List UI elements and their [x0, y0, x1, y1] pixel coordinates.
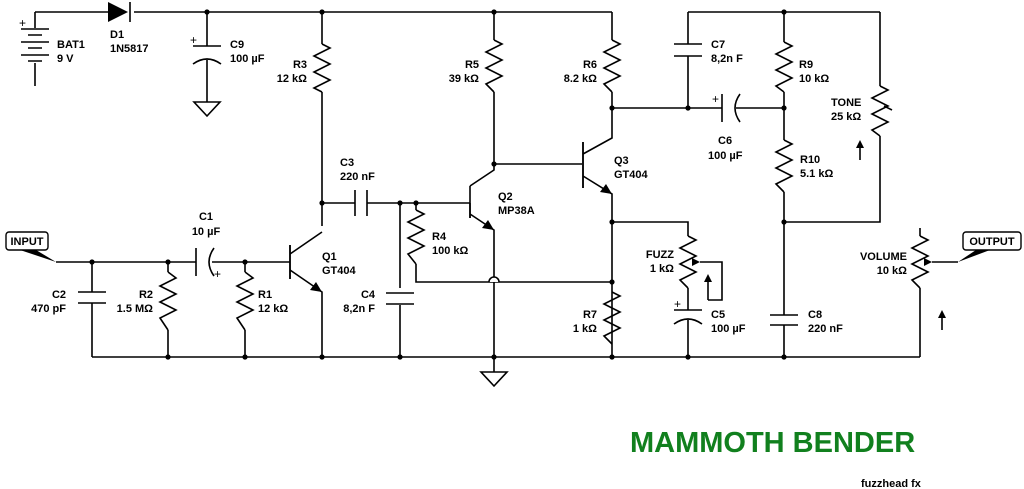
label-r10-value: 5.1 kΩ: [800, 168, 833, 180]
resistor-r10-symbol: [774, 139, 794, 193]
potentiometer-tone-symbol: [856, 85, 893, 160]
capacitor-c9-symbol: [192, 45, 222, 65]
transistor-q3-symbol: [600, 184, 612, 194]
label-q3-ref: Q3: [614, 155, 629, 167]
label-fuzz-ref: FUZZ: [646, 249, 674, 261]
label-r5-ref: R5: [465, 59, 479, 71]
label-fuzz-value: 1 kΩ: [650, 263, 674, 275]
label-r1-ref: R1: [258, 289, 272, 301]
label-q1-value: GT404: [322, 265, 357, 277]
label-c5-ref: C5: [711, 309, 725, 321]
label-r2-value: 1.5 MΩ: [117, 303, 154, 315]
resistor-r5-symbol: [484, 39, 504, 93]
resistor-r7-symbol: [602, 291, 622, 345]
capacitor-c1-symbol: [195, 247, 215, 277]
label-r3-value: 12 kΩ: [277, 73, 307, 85]
diode-d1-symbol: [108, 2, 131, 22]
label-volume-value: 10 kΩ: [877, 265, 907, 277]
label-c1-value: 10 µF: [192, 226, 221, 238]
wire-crossover: [488, 276, 500, 283]
output-label: OUTPUT: [969, 236, 1015, 248]
ground-symbol-main: [479, 371, 509, 388]
label-q2-value: MP38A: [498, 205, 535, 217]
label-c1-ref: C1: [199, 211, 213, 223]
component-labels: BAT1 9 V D1 1N5817 C9 100 µF R3 12 kΩ R5…: [31, 29, 907, 335]
label-c4-ref: C4: [361, 289, 376, 301]
schematic-title: MAMMOTH BENDER: [630, 427, 915, 459]
polarity-plus-c6: +: [712, 92, 719, 106]
capacitor-c4-symbol: [386, 292, 414, 305]
label-c5-value: 100 µF: [711, 323, 746, 335]
polarity-plus-c5: +: [674, 297, 681, 311]
label-d1-ref: D1: [110, 29, 124, 41]
label-r5-value: 39 kΩ: [449, 73, 479, 85]
battery-symbol: [21, 28, 49, 62]
input-label: INPUT: [11, 236, 44, 248]
capacitor-c8-symbol: [770, 314, 798, 326]
resistor-r9-symbol: [774, 41, 794, 93]
polarity-markers: + + + + +: [19, 16, 719, 311]
resistor-r2-symbol: [158, 271, 178, 331]
label-c3-value: 220 nF: [340, 171, 375, 183]
capacitor-c5-symbol: [673, 309, 703, 325]
label-r4-value: 100 kΩ: [432, 245, 469, 257]
input-connector: INPUT: [5, 231, 56, 262]
junctions: [89, 9, 787, 360]
label-tone-value: 25 kΩ: [831, 111, 861, 123]
label-c8-ref: C8: [808, 309, 822, 321]
label-r7-value: 1 kΩ: [573, 323, 597, 335]
polarity-plus-bat1: +: [19, 16, 26, 30]
transistor-q2-symbol: [482, 220, 494, 230]
ground-symbol: [192, 101, 222, 118]
label-r4-ref: R4: [432, 231, 447, 243]
label-c9-value: 100 µF: [230, 53, 265, 65]
label-c4-value: 8,2n F: [343, 303, 375, 315]
label-r1-value: 12 kΩ: [258, 303, 288, 315]
label-r6-ref: R6: [583, 59, 597, 71]
capacitor-c2-symbol: [78, 291, 106, 304]
label-c9-ref: C9: [230, 39, 244, 51]
resistor-r6-symbol: [602, 39, 622, 93]
label-c2-ref: C2: [52, 289, 66, 301]
label-volume-ref: VOLUME: [860, 251, 907, 263]
label-q1-ref: Q1: [322, 251, 337, 263]
label-c3-ref: C3: [340, 157, 354, 169]
potentiometer-volume-symbol: [910, 235, 946, 330]
label-q2-ref: Q2: [498, 191, 513, 203]
resistor-r4-symbol: [406, 209, 426, 265]
transistor-q1-symbol: [310, 282, 322, 292]
label-r6-value: 8.2 kΩ: [564, 73, 597, 85]
label-q3-value: GT404: [614, 169, 649, 181]
transistor-bases: [289, 142, 584, 279]
label-d1-value: 1N5817: [110, 43, 149, 55]
resistor-r3-symbol: [312, 43, 332, 93]
label-bat1-ref: BAT1: [57, 39, 85, 51]
label-r3-ref: R3: [293, 59, 307, 71]
label-r9-ref: R9: [799, 59, 813, 71]
label-r9-value: 10 kΩ: [799, 73, 829, 85]
capacitor-c6-symbol: [721, 93, 741, 123]
label-r2-ref: R2: [139, 289, 153, 301]
label-c7-value: 8,2n F: [711, 53, 743, 65]
label-c8-value: 220 nF: [808, 323, 843, 335]
capacitor-c3-symbol: [354, 190, 368, 216]
label-tone-ref: TONE: [831, 97, 861, 109]
label-c2-value: 470 pF: [31, 303, 66, 315]
output-connector: OUTPUT: [958, 231, 1022, 262]
label-c6-value: 100 µF: [708, 150, 743, 162]
author-credit: fuzzhead fx: [861, 478, 922, 489]
resistor-r1-symbol: [235, 271, 255, 331]
capacitor-c7-symbol: [674, 43, 702, 57]
potentiometer-fuzz-symbol: [678, 235, 712, 300]
label-c7-ref: C7: [711, 39, 725, 51]
label-c6-ref: C6: [718, 135, 732, 147]
label-r7-ref: R7: [583, 309, 597, 321]
label-bat1-value: 9 V: [57, 53, 74, 65]
label-r10-ref: R10: [800, 154, 820, 166]
polarity-plus-c1: +: [214, 267, 221, 281]
polarity-plus-c9: +: [190, 33, 197, 47]
